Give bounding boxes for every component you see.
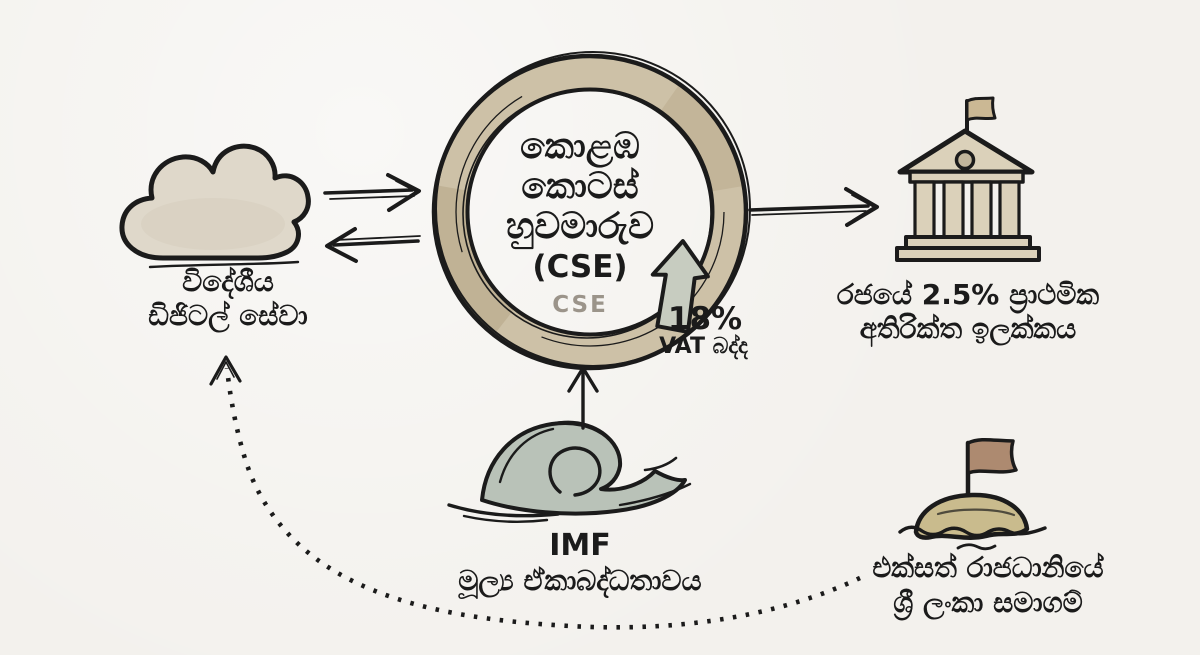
vat-percent: 18% [667, 301, 743, 337]
exchange-title-abbr: (CSE) [532, 249, 628, 285]
bank-label-line1: රජයේ 2.5% ප්‍රාථමික [836, 278, 1100, 311]
cloud-label: විදේශීය ඩිජිටල් සේවා [108, 265, 348, 333]
vat-label: VAT බද්ද [659, 334, 748, 359]
imf-label: IMF මූල්‍ය ඒකාබද්ධතාවය [438, 529, 722, 599]
arrow-cloud-to-exchange [323, 173, 421, 212]
island-label-line1: එක්සත් රාජධානියේ [872, 551, 1104, 584]
bank-label-line2: අතිරික්ත ඉලක්කය [859, 312, 1077, 345]
arrow-island-to-cloud-dotted [209, 355, 861, 630]
exchange-title-line2: කොටස් [521, 166, 639, 207]
imf-title: IMF [549, 528, 611, 563]
arrow-exchange-to-cloud [325, 227, 421, 263]
cloud-label-line2: ඩිජිටල් සේවා [148, 299, 308, 332]
bank-icon [895, 96, 1041, 262]
up-block-arrow-icon [650, 239, 710, 334]
circle-ring-icon [431, 51, 751, 371]
island-label: එක්සත් රාජධානියේ ශ්‍රී ලංකා සමාගම් [843, 550, 1133, 620]
bank-label: රජයේ 2.5% ප්‍රාථමික අතිරික්ත ඉලක්කය [833, 278, 1103, 346]
wave-icon [447, 420, 692, 523]
cloud-label-line1: විදේශීය [182, 265, 274, 298]
cloud-icon [119, 143, 311, 269]
imf-subtitle: මූල්‍ය ඒකාබද්ධතාවය [458, 564, 702, 597]
arrow-imf-to-exchange [567, 366, 599, 430]
exchange-title-line3: හුවමාරුව [506, 206, 654, 247]
exchange-title-line1: කොළඹ [520, 126, 640, 167]
arrow-exchange-to-bank [748, 187, 879, 227]
bank-flag-icon [965, 96, 997, 132]
island-flag-icon [898, 437, 1047, 551]
exchange-title: කොළඹ කොටස් හුවමාරුව (CSE) [450, 127, 710, 287]
exchange-watermark: CSE [552, 292, 608, 318]
island-label-line2: ශ්‍රී ලංකා සමාගම් [893, 586, 1083, 619]
